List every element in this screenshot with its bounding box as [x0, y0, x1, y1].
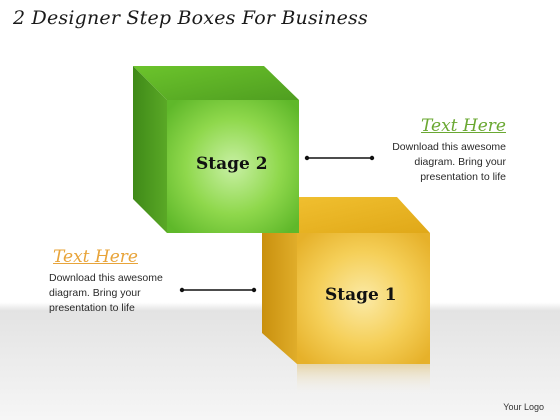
callout-body-line: diagram. Bring your: [414, 156, 506, 168]
stage-2-cube: [133, 66, 299, 233]
stage-1-cube: [262, 197, 430, 396]
connector-left: [179, 287, 257, 293]
connector-right: [304, 155, 375, 161]
page-title: 2 Designer Step Boxes For Business: [13, 7, 368, 29]
logo-text: Your Logo: [503, 402, 544, 412]
stage-1-label: Stage 1: [325, 285, 397, 305]
callout-body-line: presentation to life: [49, 302, 135, 314]
callout-heading-left: Text Here: [53, 247, 138, 267]
callout-body-line: Download this awesome: [49, 272, 163, 284]
callout-body-right: Download this awesome diagram. Bring you…: [392, 140, 506, 185]
stage-1-cube-reflection: [297, 364, 430, 396]
stage-2-cube-front: [167, 100, 299, 233]
callout-body-line: Download this awesome: [392, 141, 506, 153]
stage-1-cube-front: [297, 233, 430, 364]
callout-heading-right: Text Here: [421, 116, 506, 136]
stage-1-cube-side: [262, 197, 297, 364]
stage-2-cube-top: [133, 66, 299, 100]
stage-1-cube-top: [262, 197, 430, 233]
callout-body-line: diagram. Bring your: [49, 287, 141, 299]
stage-2-label: Stage 2: [196, 154, 268, 174]
stage-2-cube-side: [133, 66, 167, 233]
callout-body-left: Download this awesome diagram. Bring you…: [49, 271, 163, 316]
callout-body-line: presentation to life: [420, 171, 506, 183]
